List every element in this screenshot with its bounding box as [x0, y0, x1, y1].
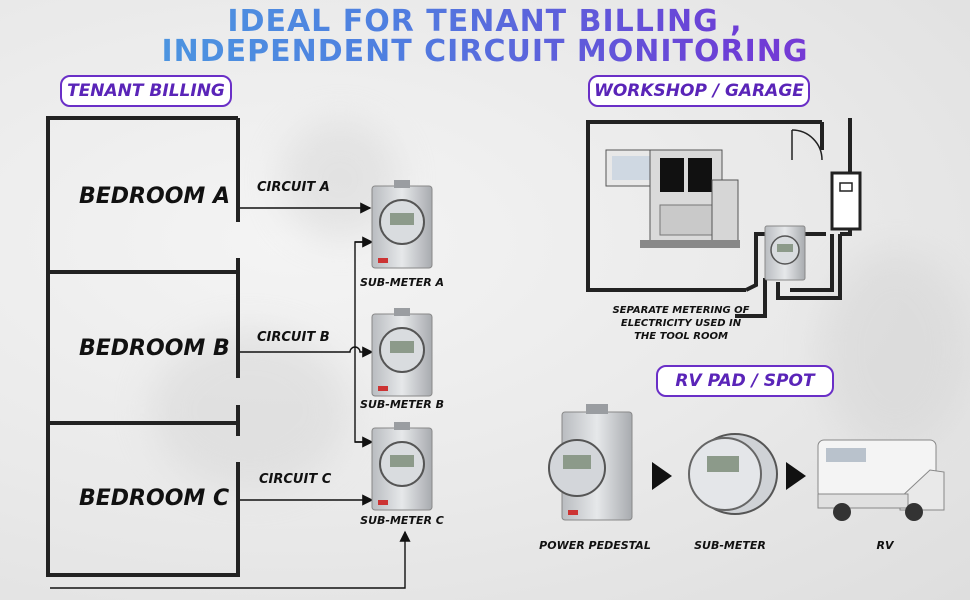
circuit-label-c: CIRCUIT C [259, 472, 332, 487]
power-pedestal-icon [548, 404, 633, 521]
circuit-wires [50, 202, 411, 589]
rv-item-label-pedestal: POWER PEDESTAL [539, 539, 651, 552]
rv-camper-icon [817, 439, 945, 521]
arrow-right-icon [652, 462, 672, 490]
breaker-panel-icon [830, 171, 862, 231]
rv-pad-label: RV PAD / SPOT [656, 365, 834, 397]
workshop-note: SEPARATE METERING OF ELECTRICITY USED IN… [596, 304, 766, 343]
sub-meter-b-icon [371, 308, 433, 397]
circuit-label-a: CIRCUIT A [257, 180, 330, 195]
industrial-machine-icon [605, 149, 740, 248]
workshop-note-line-1: SEPARATE METERING OF [612, 305, 750, 316]
sub-meter-c-icon [371, 422, 433, 511]
rv-item-label-submeter: SUB-METER [694, 539, 766, 552]
title-line-2: INDEPENDENT CIRCUIT MONITORING [0, 36, 970, 68]
workshop-note-line-2: ELECTRICITY USED IN [620, 318, 742, 329]
arrow-right-icon-2 [786, 462, 806, 490]
rv-item-label-rv: RV [876, 539, 894, 552]
floor-plan [46, 116, 240, 577]
workshop-sub-meter-icon [764, 225, 806, 281]
room-label-b: BEDROOM B [79, 336, 230, 361]
workshop-note-line-3: THE TOOL ROOM [634, 331, 728, 342]
rv-sub-meter-icon [688, 433, 778, 515]
title-line-1: IDEAL FOR TENANT BILLING , [0, 6, 970, 38]
room-label-a: BEDROOM A [79, 184, 230, 209]
sub-meter-label-b: SUB-METER B [360, 398, 444, 411]
room-label-c: BEDROOM C [79, 486, 230, 511]
sub-meter-label-c: SUB-METER C [360, 514, 444, 527]
sub-meter-label-a: SUB-METER A [359, 276, 445, 289]
circuit-label-b: CIRCUIT B [257, 330, 330, 345]
tenant-billing-label: TENANT BILLING [60, 75, 232, 107]
sub-meter-a-icon [371, 180, 433, 269]
workshop-garage-label: WORKSHOP / GARAGE [588, 75, 810, 107]
